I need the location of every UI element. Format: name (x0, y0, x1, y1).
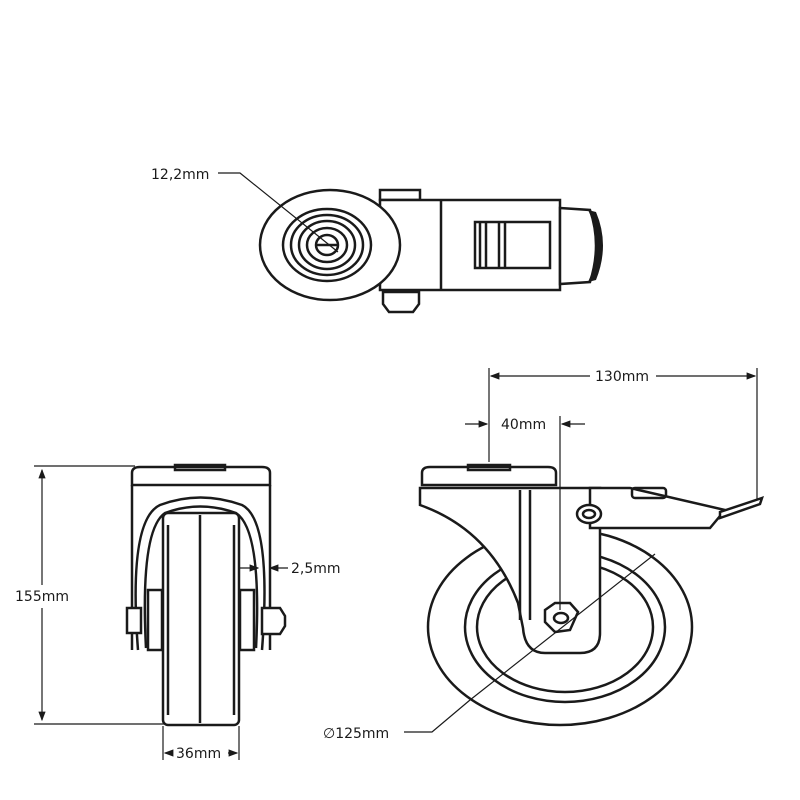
plate-thickness-label: 2,5mm (291, 561, 341, 577)
dimension-diameter: ∅125mm (323, 553, 656, 742)
dimension-wheel-width: 36mm (162, 726, 240, 762)
dimension-length: 130mm (488, 368, 758, 500)
dimension-height: 155mm (15, 465, 165, 725)
dimension-bolt-hole: 12,2mm (151, 167, 339, 253)
length-label: 130mm (595, 369, 649, 385)
dimension-plate: 2,5mm (240, 561, 341, 577)
bolt-hole-label: 12,2mm (151, 167, 209, 183)
diameter-label: ∅125mm (323, 726, 389, 742)
front-view (125, 463, 287, 727)
top-view (258, 188, 603, 314)
height-label: 155mm (15, 589, 69, 605)
side-view (418, 463, 764, 727)
offset-label: 40mm (501, 417, 546, 433)
dimension-offset: 40mm (465, 416, 585, 610)
wheel-width-label: 36mm (176, 746, 221, 762)
